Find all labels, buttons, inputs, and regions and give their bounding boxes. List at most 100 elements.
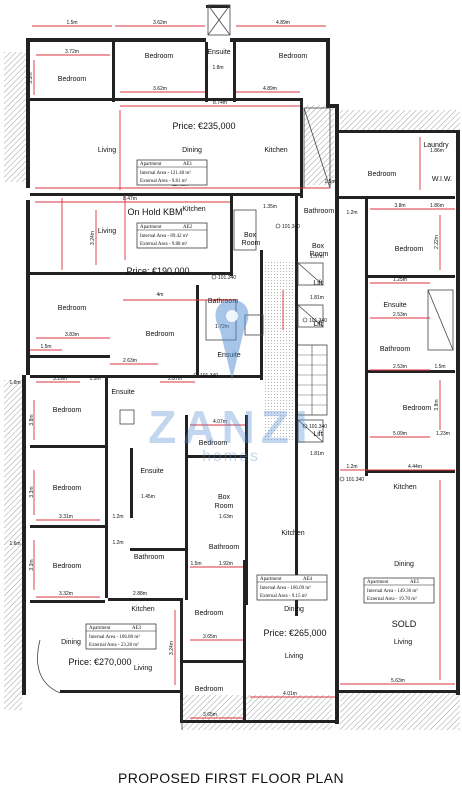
level-markers: 101.340 101.340 101.340 101.340 101.340 … (193, 223, 364, 483)
room-ensuite: Ensuite (140, 468, 163, 475)
apartment-box-ae3: Apartment AE3 Internal Area - 106.80 m² … (85, 623, 157, 650)
dim-label: 3.3m (29, 486, 35, 497)
svg-text:Apartment: Apartment (260, 577, 282, 582)
dim-label: 1.86m (430, 148, 444, 154)
price-ae1: Price: €235,000 (172, 121, 235, 131)
dim-label: 4.44m (408, 464, 422, 470)
room-lift: Lift (313, 321, 322, 328)
room-bedroom: Bedroom (53, 407, 82, 414)
svg-text:Apartment: Apartment (367, 580, 389, 585)
room-room: Room (310, 251, 329, 258)
dim-label: 3.32m (59, 591, 73, 597)
dim-label: 1.23m (436, 431, 450, 437)
dim-label: 3.24m (169, 641, 175, 655)
svg-text:Internal Area - 149.36 m²: Internal Area - 149.36 m² (367, 588, 418, 594)
svg-text:Internal Area - 121.48 m²: Internal Area - 121.48 m² (140, 170, 191, 176)
room-lift: Lift (313, 280, 322, 287)
dim-label: 2.53m (393, 364, 407, 370)
apartment-box-ae4: Apartment AE4 Internal Area - 106.09 m² … (256, 574, 328, 601)
room-bathroom: Bathroom (209, 544, 240, 551)
level-label: 101.340 (309, 424, 327, 430)
room-bathroom: Bathroom (380, 346, 411, 353)
apartment-box-ae5: Apartment AE5 Internal Area - 149.36 m² … (363, 577, 435, 604)
dim-label: 1.5m (324, 179, 335, 185)
dim-label: 5.09m (393, 431, 407, 437)
dim-label: 4m (157, 292, 164, 298)
east-balcony-upper (340, 110, 460, 132)
status-ae2: On Hold KBM (127, 207, 182, 217)
dim-label: 1.2m (346, 464, 357, 470)
dim-label: 1.35m (263, 204, 277, 210)
room-ensuite: Ensuite (383, 302, 406, 309)
room-living: Living (285, 653, 303, 660)
dim-label: 1.6m (9, 541, 20, 547)
status-ae5: SOLD (392, 619, 417, 629)
dim-label: 1.92m (219, 561, 233, 567)
level-label: 101.340 (200, 373, 218, 379)
room-living: Living (98, 147, 116, 154)
price-ae4: Price: €265,000 (263, 628, 326, 638)
svg-text:Apartment: Apartment (140, 162, 162, 167)
dim-label: 1.5m (89, 376, 100, 382)
room-living: Living (394, 639, 412, 646)
watermark: ZANZI homes (0, 400, 462, 466)
dim-label: 3.83m (65, 332, 79, 338)
svg-text:Apartment: Apartment (89, 626, 111, 631)
room-bedroom: Bedroom (195, 686, 224, 693)
room-living: Living (98, 228, 116, 235)
dim-label: 3.8m (394, 203, 405, 209)
room-kitchen: Kitchen (393, 484, 416, 491)
dim-label: 3.3m (29, 559, 35, 570)
svg-text:Internal Area - 106.09 m²: Internal Area - 106.09 m² (260, 585, 311, 591)
dim-label: 1.2m (112, 540, 123, 546)
east-balcony-lower (340, 690, 460, 730)
room-box: Box (312, 243, 325, 250)
svg-text:Internal Area - 89.42 m²: Internal Area - 89.42 m² (140, 233, 189, 239)
dim-label: 2.87m (168, 376, 182, 382)
room-bedroom: Bedroom (199, 440, 228, 447)
room-kitchen: Kitchen (264, 147, 287, 154)
room-lift: Lift (313, 431, 322, 438)
svg-text:External Area - 23.28 m²: External Area - 23.28 m² (89, 642, 139, 648)
dim-label: 3.8m (434, 399, 440, 410)
price-ae2: Price: €190,000 (126, 266, 189, 276)
dim-label: 3.65m (203, 712, 217, 718)
room-bedroom: Bedroom (403, 405, 432, 412)
staircase (296, 344, 328, 416)
walls (22, 5, 460, 724)
room-bedroom: Bedroom (58, 305, 87, 312)
svg-text:AE1: AE1 (183, 162, 193, 167)
room-bedroom: Bedroom (58, 76, 87, 83)
dim-label: 1.25m (393, 277, 407, 283)
dimension-labels: 1.5m 3.62m 4.89m 3.72m 1.8m 3.62m 4.89m … (9, 20, 450, 718)
dim-label: 2.53m (393, 312, 407, 318)
room-bedroom: Bedroom (146, 331, 175, 338)
svg-text:External Area - 9.15 m²: External Area - 9.15 m² (260, 593, 308, 599)
level-label: 101.340 (282, 224, 300, 230)
svg-text:AE5: AE5 (410, 580, 420, 585)
room-bedroom: Bedroom (145, 53, 174, 60)
location-pin-icon (215, 300, 249, 380)
svg-text:Internal Area - 106.80 m²: Internal Area - 106.80 m² (89, 634, 140, 640)
room-living: Living (134, 665, 152, 672)
dim-label: 5.63m (391, 678, 405, 684)
dim-label: 3.29m (53, 376, 67, 382)
room-box: Box (218, 494, 231, 501)
room-dining: Dining (182, 147, 202, 154)
west-balcony-upper (4, 52, 26, 182)
price-labels: Price: €235,000 On Hold KBM Price: €190,… (68, 121, 416, 667)
dim-label: 4.89m (263, 86, 277, 92)
room-bathroom: Bathroom (134, 554, 165, 561)
room-kitchen: Kitchen (131, 606, 154, 613)
dim-label: 1.5m (66, 20, 77, 26)
dim-label: 1.45m (141, 494, 155, 500)
apartment-box-ae1: Apartment AE1 Internal Area - 121.48 m² … (136, 159, 208, 186)
dim-label: 1.6m (9, 380, 20, 386)
apartment-box-ae2: Apartment AE2 Internal Area - 89.42 m² E… (136, 222, 208, 249)
dim-label: 1.5m (40, 344, 51, 350)
dim-label: 2.22m (434, 235, 440, 249)
dim-label: 4.89m (276, 20, 290, 26)
room-bedroom: Bedroom (53, 563, 82, 570)
svg-text:AE2: AE2 (183, 225, 193, 230)
